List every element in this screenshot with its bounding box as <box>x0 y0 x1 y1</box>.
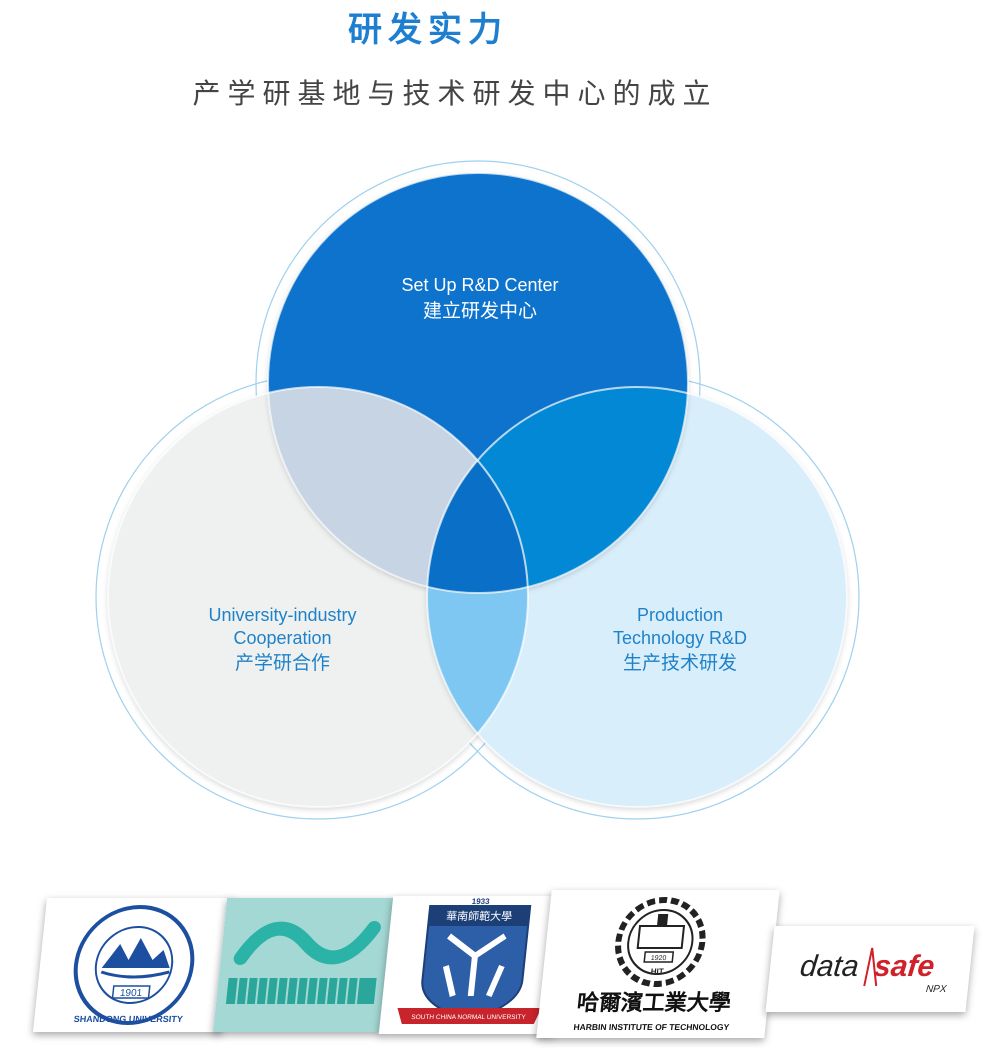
venn-label-production: Production Technology R&D 生产技术研发 <box>540 604 820 676</box>
venn-label-top-en: Set Up R&D Center <box>401 275 559 295</box>
venn-label-top-cn: 建立研发中心 <box>422 299 537 322</box>
venn-label-right-en2: Technology R&D <box>612 627 748 648</box>
venn-label-left-en2: Cooperation <box>233 627 332 648</box>
scnu-year: 1933 <box>471 897 490 906</box>
overlap-top-right <box>427 387 688 593</box>
page-subtitle: 产学研基地与技术研发中心的成立 <box>192 77 718 110</box>
venn-label-left-en1: University-industry <box>208 605 357 625</box>
hit-cn-name: 哈爾濱工業大學 <box>576 990 733 1016</box>
datasafe-npx-logo: data safe NPX <box>765 926 975 1012</box>
page-title: 研发实力 <box>348 10 508 50</box>
venn-label-rd-center: Set Up R&D Center 建立研发中心 <box>330 274 630 323</box>
south-china-normal-university-logo: 華南師範大學 1933 SOUTH CHINA NORMAL UNIVERSIT… <box>378 896 570 1034</box>
venn-label-right-cn: 生产技术研发 <box>622 652 737 674</box>
venn-label-right-en1: Production <box>636 605 724 625</box>
hit-year: 1920 <box>650 955 666 962</box>
datasafe-sub: NPX <box>925 984 947 995</box>
datasafe-part1: data <box>799 950 861 983</box>
scnu-cn-name: 華南師範大學 <box>445 909 512 923</box>
shandong-university-logo: 1901 SHANDONG UNIVERSITY <box>32 898 236 1032</box>
venn-label-cooperation: University-industry Cooperation 产学研合作 <box>140 604 425 676</box>
hit-abbr: HIT <box>650 967 664 976</box>
hit-name: HARBIN INSTITUTE OF TECHNOLOGY <box>573 1022 730 1032</box>
scnu-name: SOUTH CHINA NORMAL UNIVERSITY <box>411 1014 527 1021</box>
datasafe-part2: safe <box>873 950 936 983</box>
overlap-top-left <box>268 387 528 593</box>
shandong-year: 1901 <box>119 988 143 999</box>
shandong-name: SHANDONG UNIVERSITY <box>73 1014 183 1024</box>
wave-emblem-logo <box>212 898 396 1032</box>
harbin-institute-of-technology-logo: 1920 HIT 哈爾濱工業大學 HARBIN INSTITUTE OF TEC… <box>536 890 780 1038</box>
venn-label-left-cn: 产学研合作 <box>234 652 330 674</box>
